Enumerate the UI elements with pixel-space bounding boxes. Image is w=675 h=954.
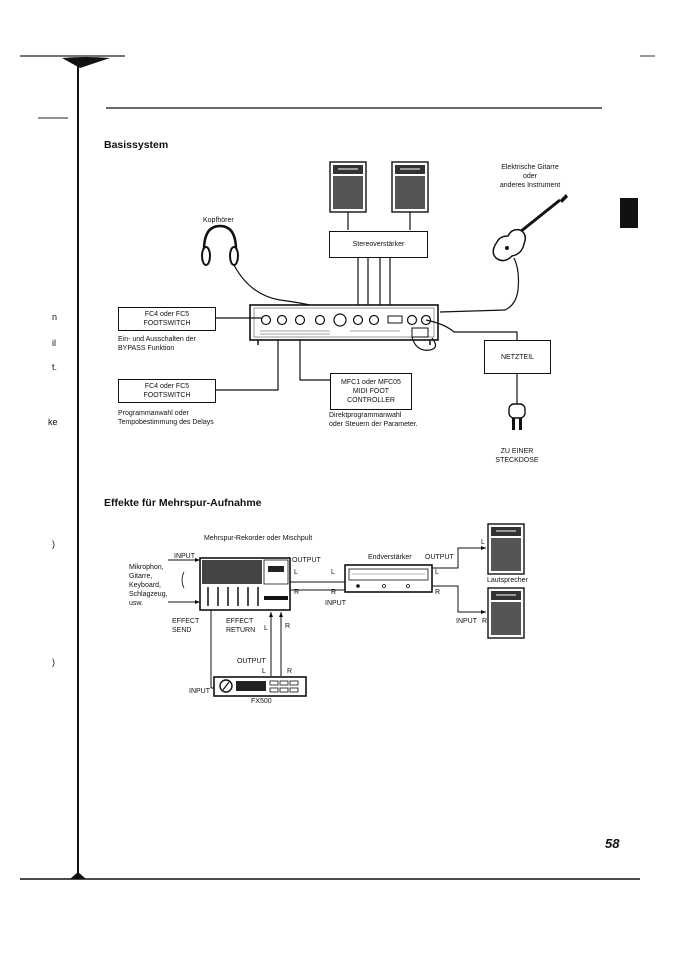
guitar-label-line: oder <box>522 173 537 180</box>
page-number: 58 <box>605 836 620 851</box>
speaker-top-l: L <box>481 539 485 546</box>
speaker-bottom-r: R <box>482 618 488 625</box>
fx-input-label: INPUT <box>189 688 210 695</box>
socket-label: ZU EINER STECKDOSE <box>487 447 547 465</box>
midi-desc-line: oder Steuern der Parameter. <box>329 421 418 428</box>
page-tab-marker <box>620 198 638 228</box>
margin-letter: ke <box>48 417 58 427</box>
mixer-out-r: R <box>294 589 300 596</box>
midi-desc: Direktprogrammanwahl oder Steuern der Pa… <box>329 411 418 429</box>
power-amp-device <box>344 564 433 593</box>
footswitch-1-desc-line: Ein- und Ausschalten der <box>118 336 196 343</box>
mixer-device <box>199 557 291 611</box>
end-amp-label: Endverstärker <box>368 554 412 561</box>
effect-return-line: EFFECT <box>226 618 254 625</box>
source-item: usw. <box>129 600 144 607</box>
midi-line2: MIDI FOOT <box>352 388 390 395</box>
mixer-label: Mehrspur-Rekorder oder Mischpult <box>204 535 313 542</box>
guitar-label-line: Elektrische Gitarre <box>501 164 559 171</box>
footswitch-2-box: FC4 oder FC5 FOOTSWITCH <box>118 379 216 403</box>
speaker-label: Lautsprecher <box>487 577 528 584</box>
amp-in-l: L <box>331 569 335 576</box>
section-title-basissystem: Basissystem <box>104 139 169 151</box>
guitar-label-line: anderes Instrument <box>499 182 561 189</box>
source-item: Mikrophon, <box>129 564 164 571</box>
margin-letter: t. <box>52 362 58 372</box>
midi-line3: CONTROLLER <box>347 397 395 404</box>
mixer-out-l: L <box>294 569 298 576</box>
guitar-label: Elektrische Gitarre oder anderes Instrum… <box>490 163 570 190</box>
power-plug-icon <box>508 403 526 430</box>
margin-letter: ) <box>52 657 55 667</box>
sources-list: Mikrophon, Gitarre, Keyboard, Schlagzeug… <box>129 563 168 608</box>
fx-out-r: R <box>287 668 293 675</box>
socket-label-line: ZU EINER <box>500 448 534 455</box>
footswitch-1-line1: FC4 oder FC5 <box>144 311 190 318</box>
footswitch-2-desc-line: Tempobestimmung des Delays <box>118 419 214 426</box>
power-supply-label: NETZTEIL <box>500 353 535 361</box>
stereo-amp-label: Stereoverstärker <box>352 241 405 248</box>
amp-out-r: R <box>435 589 441 596</box>
source-item: Schlagzeug, <box>129 591 168 598</box>
footswitch-1-desc-line: BYPASS Funktion <box>118 345 175 352</box>
end-amp-input-label: INPUT <box>325 600 346 607</box>
midi-desc-line: Direktprogrammanwahl <box>329 412 402 419</box>
fx500-label: FX500 <box>251 698 272 705</box>
midi-controller-box: MFC1 oder MFC05 MIDI FOOT CONTROLLER <box>330 373 412 410</box>
section-title-mehrspur: Effekte für Mehrspur-Aufnahme <box>104 497 262 509</box>
footswitch-1-desc: Ein- und Ausschalten der BYPASS Funktion <box>118 335 196 353</box>
mixer-input-label: INPUT <box>174 553 195 560</box>
effect-send-line: SEND <box>172 627 192 634</box>
fx500-front-device <box>213 676 307 697</box>
footswitch-2-line1: FC4 oder FC5 <box>144 383 190 390</box>
speaker-bottom <box>487 587 525 639</box>
fx-out-l: L <box>262 668 266 675</box>
mixer-output-label: OUTPUT <box>292 557 321 564</box>
amp-out-l: L <box>435 569 439 576</box>
margin-letter: il <box>52 338 56 348</box>
effect-send-label: EFFECT SEND <box>172 617 199 635</box>
speaker-left <box>329 161 367 213</box>
fx500-rear-panel <box>249 304 439 345</box>
effect-return-line: RETURN <box>226 627 256 634</box>
power-supply-box: NETZTEIL <box>484 340 551 374</box>
headphones-label: Kopfhörer <box>203 217 234 224</box>
footswitch-2-line2: FOOTSWITCH <box>143 392 191 399</box>
amp-in-r: R <box>331 589 337 596</box>
midi-line1: MFC1 oder MFC05 <box>341 379 401 386</box>
footswitch-1-box: FC4 oder FC5 FOOTSWITCH <box>118 307 216 331</box>
guitar-icon <box>492 194 568 262</box>
footswitch-2-desc: Programmanwahl oder Tempobestimmung des … <box>118 409 214 427</box>
margin-letter: n <box>52 312 58 322</box>
footswitch-2-desc-line: Programmanwahl oder <box>118 410 189 417</box>
stereo-amp-box: Stereoverstärker <box>329 231 428 258</box>
margin-letter: ) <box>52 539 55 549</box>
fx-output-label: OUTPUT <box>237 658 266 665</box>
source-item: Gitarre, <box>129 573 153 580</box>
speaker-input-label: INPUT <box>456 618 477 625</box>
end-amp-output-label: OUTPUT <box>425 554 454 561</box>
source-item: Keyboard, <box>129 582 161 589</box>
return-r: R <box>285 623 291 630</box>
socket-label-line: STECKDOSE <box>495 457 539 464</box>
speaker-top <box>487 523 525 575</box>
effect-return-label: EFFECT RETURN <box>226 617 255 635</box>
effect-send-line: EFFECT <box>172 618 200 625</box>
footswitch-1-line2: FOOTSWITCH <box>143 320 191 327</box>
return-l: L <box>264 625 268 632</box>
